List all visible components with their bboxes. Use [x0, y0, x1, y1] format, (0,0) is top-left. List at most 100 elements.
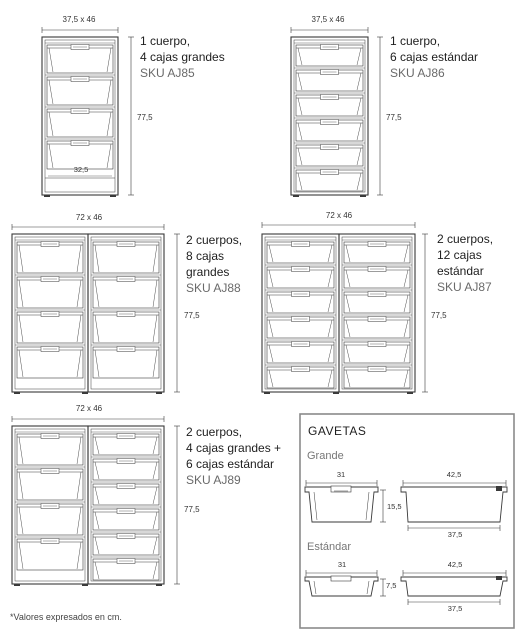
cabinet-foot [264, 392, 270, 394]
product-sku: SKU AJ85 [140, 66, 195, 80]
drawer-taper [152, 279, 158, 308]
drawer [16, 503, 84, 536]
drawer [343, 241, 411, 264]
drawer-taper [297, 97, 303, 116]
estandar-front-width: 31 [338, 560, 346, 569]
gavetas-drawings [304, 480, 508, 605]
drawer-taper [94, 561, 100, 580]
drawer [295, 144, 364, 167]
drawer-taper [18, 244, 24, 273]
drawer-taper [18, 506, 24, 535]
drawer-taper [356, 147, 362, 166]
grande-side-width: 42,5 [447, 470, 462, 479]
product-label-line: 4 cajas grandes + [186, 441, 281, 455]
drawer [343, 366, 411, 389]
product-sku: SKU AJ87 [437, 280, 492, 294]
cabinet-aj89 [11, 416, 180, 586]
gaveta-grande-label: Grande [307, 450, 344, 462]
drawer [266, 341, 335, 364]
drawer-taper [403, 269, 409, 288]
estandar-base-width: 37,5 [448, 604, 463, 613]
cabinet-foot [333, 392, 339, 394]
product-label-line: grandes [186, 265, 229, 279]
drawer [92, 458, 160, 481]
drawer-taper [297, 72, 303, 91]
drawer [16, 241, 84, 274]
cabinet-body [87, 233, 165, 393]
product-label-line: 6 cajas estándar [390, 50, 478, 64]
drawer-taper [48, 111, 54, 137]
drawer [92, 533, 160, 556]
drawer [92, 433, 160, 456]
product-label-line: 4 cajas grandes [140, 50, 225, 64]
product-label-line: 2 cuerpos, [437, 232, 493, 246]
cabinet-aj87 [261, 222, 428, 394]
grande-rib [365, 491, 370, 521]
drawer-taper [76, 244, 82, 273]
drawer-taper [18, 471, 24, 500]
drawer [266, 291, 335, 314]
drawer-taper [268, 294, 274, 313]
width-dimension: 37,5 x 46 [312, 15, 345, 24]
drawer-taper [345, 369, 351, 388]
cabinet-inner [293, 39, 366, 193]
drawer [295, 44, 364, 67]
drawer-taper [94, 314, 100, 343]
estandar-handle [330, 575, 352, 582]
grande-side-view [400, 486, 508, 523]
drawer-taper [76, 349, 82, 378]
drawer [16, 433, 84, 466]
drawer-taper [94, 511, 100, 530]
drawer [295, 119, 364, 142]
cabinet-body [41, 36, 119, 196]
drawer-taper [18, 314, 24, 343]
drawer [92, 276, 160, 309]
footnote: *Valores expresados en cm. [10, 612, 122, 622]
drawer [16, 538, 84, 571]
grande-front-outline [304, 486, 379, 523]
drawer [343, 341, 411, 364]
cabinet-foot [110, 195, 116, 197]
drawer [92, 311, 160, 344]
drawer-taper [48, 79, 54, 105]
drawer-taper [297, 122, 303, 141]
drawer [46, 140, 114, 170]
estandar-side-view [400, 576, 508, 597]
grande-front-view [304, 485, 379, 523]
drawer-taper [327, 269, 333, 288]
product-label-line: estándar [437, 264, 484, 278]
grande-base-width: 37,5 [448, 530, 463, 539]
cabinet-foot [156, 584, 162, 586]
drawer-taper [327, 344, 333, 363]
drawer [343, 316, 411, 339]
drawer-taper [94, 436, 100, 455]
drawer-taper [18, 436, 24, 465]
product-label-line: 2 cuerpos, [186, 425, 242, 439]
product-label-line: 1 cuerpo, [390, 34, 440, 48]
grande-rib [313, 491, 318, 521]
drawer-taper [403, 294, 409, 313]
drawer-taper [268, 319, 274, 338]
width-dimension: 72 x 46 [76, 404, 103, 413]
drawer [266, 316, 335, 339]
estandar-tab [496, 576, 502, 580]
cabinet-foot [44, 195, 50, 197]
product-sku: SKU AJ89 [186, 473, 241, 487]
product-sku: SKU AJ88 [186, 281, 241, 295]
cabinet-inner [44, 39, 116, 193]
drawer [16, 346, 84, 379]
drawer-taper [356, 122, 362, 141]
drawer-taper [403, 319, 409, 338]
cabinet-foot [360, 195, 366, 197]
drawer [92, 346, 160, 379]
drawer [92, 508, 160, 531]
drawer-taper [345, 244, 351, 263]
product-label-line: 2 cuerpos, [186, 233, 242, 247]
drawer-taper [18, 541, 24, 570]
drawer-taper [18, 279, 24, 308]
cabinet-inner [14, 428, 86, 582]
estandar-rib [366, 580, 370, 595]
drawer-taper [345, 269, 351, 288]
drawer [295, 69, 364, 92]
drawer-taper [327, 244, 333, 263]
